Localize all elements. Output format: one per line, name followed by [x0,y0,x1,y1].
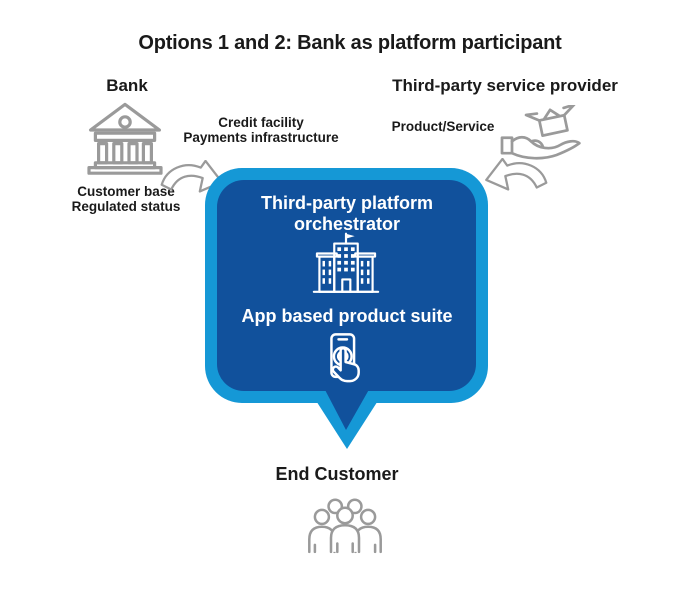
platform-speech-bubble [195,160,505,460]
bank-building-icon [85,100,165,176]
app-suite-label: App based product suite [241,306,453,326]
people-group-icon [303,497,387,555]
curved-arrow-down-left-icon [474,158,550,198]
diagram-title: Options 1 and 2: Bank as platform partic… [138,32,562,54]
bank-provides-label: Credit facility Payments infrastructure [151,115,371,145]
provider-provides-label: Product/Service [391,119,495,134]
bank-assets-label: Customer base Regulated status [46,184,206,214]
end-customer-label: End Customer [275,464,399,484]
platform-name: Third-party platform orchestrator [222,193,472,234]
phone-tap-icon [324,333,370,391]
hand-holding-box-icon [500,105,584,165]
bank-label: Bank [106,76,148,95]
provider-label: Third-party service provider [392,76,618,95]
regulated-status-line: Regulated status [71,198,181,214]
credit-facility-line: Credit facility [218,115,304,130]
platform-name-line2: orchestrator [293,213,401,234]
customer-base-line: Customer base [77,184,175,199]
platform-name-line1: Third-party platform [260,193,433,213]
office-building-flag-icon [312,231,380,297]
payments-infrastructure-line: Payments infrastructure [183,129,339,145]
